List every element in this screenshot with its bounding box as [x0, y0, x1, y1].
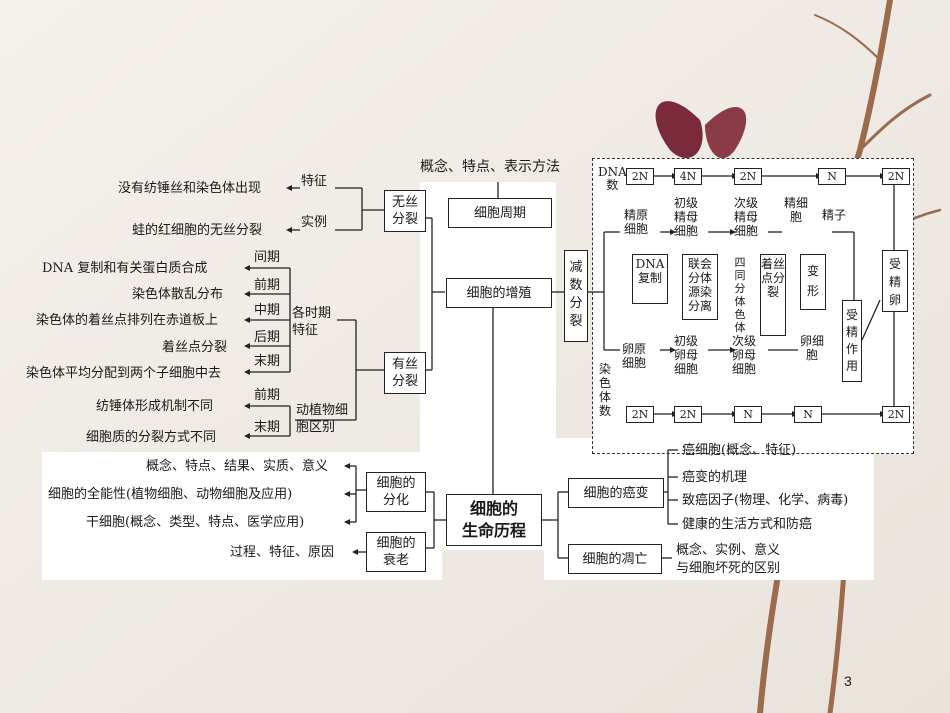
center-panel	[420, 182, 556, 550]
tetrad-label: 四同 分体 色体	[734, 256, 746, 334]
apoptosis-box: 细胞的凋亡	[568, 544, 662, 574]
zygote-box: 受 精 卵	[882, 250, 908, 312]
aging-box: 细胞的 衰老	[366, 532, 426, 572]
apoptosis-item: 与细胞坏死的区别	[676, 561, 781, 576]
cancer-box: 细胞的癌变	[568, 478, 664, 508]
dna-replication-box: DNA 复制	[632, 254, 668, 304]
dna-value: 4N	[674, 168, 702, 185]
cell-label-bottom: 卵细 胞	[800, 334, 825, 362]
page-number: 3	[844, 673, 852, 689]
mitosis-box: 有丝 分裂	[384, 352, 426, 394]
cancer-item: 致癌因子(物理、化学、病毒)	[682, 493, 849, 508]
dna-value: N	[818, 168, 846, 185]
cell-label-bottom: 卵原 细胞	[622, 342, 647, 370]
chromosome-value: 2N	[882, 406, 910, 423]
cell-label-top: 次级 精母 细胞	[734, 196, 759, 238]
phase-label: 后期	[254, 330, 281, 345]
differentiation-box: 细胞的 分化	[366, 472, 426, 512]
phase-desc: 染色体散乱分布	[132, 287, 224, 302]
differentiation-item: 概念、特点、结果、实质、意义	[146, 459, 329, 474]
amitosis-feature-tag: 特征	[301, 174, 328, 189]
phase-desc: 染色体平均分配到两个子细胞中去	[26, 366, 222, 381]
dna-value: 2N	[882, 168, 910, 185]
phase-label: 末期	[254, 354, 281, 369]
cycle-caption: 概念、特点、表示方法	[420, 159, 560, 175]
diff-desc: 细胞质的分裂方式不同	[86, 430, 217, 445]
phase-desc: DNA 复制和有关蛋白质合成	[42, 261, 208, 276]
diff-label: 末期	[254, 420, 281, 435]
differentiation-item: 细胞的全能性(植物细胞、动物细胞及应用)	[48, 487, 293, 502]
cancer-item: 癌细胞(概念、特征)	[682, 443, 797, 458]
center-title: 细胞的 生命历程	[446, 494, 542, 546]
apoptosis-item: 概念、实例、意义	[676, 543, 781, 558]
diff-label: 前期	[254, 388, 281, 403]
cell-label-top: 精子	[822, 208, 847, 222]
cell-label-bottom: 次级 卵母 细胞	[732, 334, 757, 376]
dna-count-label: DNA 数	[598, 165, 627, 192]
cell-proliferation-box: 细胞的增殖	[446, 278, 552, 308]
mitosis-phase-tag: 各时期 特征	[292, 306, 332, 338]
amitosis-example-text: 蛙的红细胞的无丝分裂	[132, 223, 263, 238]
cell-label-bottom: 初级 卵母 细胞	[674, 334, 699, 376]
diff-desc: 纺锤体形成机制不同	[96, 399, 214, 414]
phase-label: 前期	[254, 278, 281, 293]
chromosome-value: 2N	[674, 406, 702, 423]
dna-value: 2N	[626, 168, 654, 185]
differentiation-item: 干细胞(概念、类型、特点、医学应用)	[86, 515, 305, 530]
amitosis-feature-text: 没有纺锤丝和染色体出现	[118, 181, 262, 196]
cancer-item: 癌变的机理	[682, 470, 748, 485]
synapsis-box: 联会 分体 源染 分离	[682, 254, 718, 320]
amitosis-box: 无丝 分裂	[384, 190, 426, 232]
amitosis-example-tag: 实例	[301, 215, 328, 230]
chromosome-value: N	[794, 406, 822, 423]
meiosis-box: 减数分裂	[564, 250, 588, 342]
mitosis-diff-tag: 动植物细 胞区别	[296, 403, 349, 435]
chromosome-count-label: 染色体数	[598, 362, 611, 418]
aging-item: 过程、特征、原因	[230, 545, 335, 560]
cell-label-top: 初级 精母 细胞	[674, 196, 699, 238]
chromosome-value: N	[734, 406, 762, 423]
phase-label: 中期	[254, 303, 281, 318]
cell-label-top: 精原 细胞	[624, 208, 649, 236]
phase-desc: 染色体的着丝点排列在赤道板上	[36, 313, 219, 328]
centromere-split-box: 着丝 点分 裂	[760, 254, 786, 336]
chromosome-value: 2N	[626, 406, 654, 423]
cell-cycle-box: 细胞周期	[448, 198, 552, 228]
transform-box: 变 形	[800, 254, 826, 310]
phase-desc: 着丝点分裂	[162, 340, 228, 355]
phase-label: 间期	[254, 250, 281, 265]
dna-value: 2N	[734, 168, 762, 185]
fertilization-box: 受精 作用	[842, 300, 862, 382]
cancer-item: 健康的生活方式和防癌	[682, 517, 813, 532]
cell-label-top: 精细 胞	[784, 196, 809, 224]
